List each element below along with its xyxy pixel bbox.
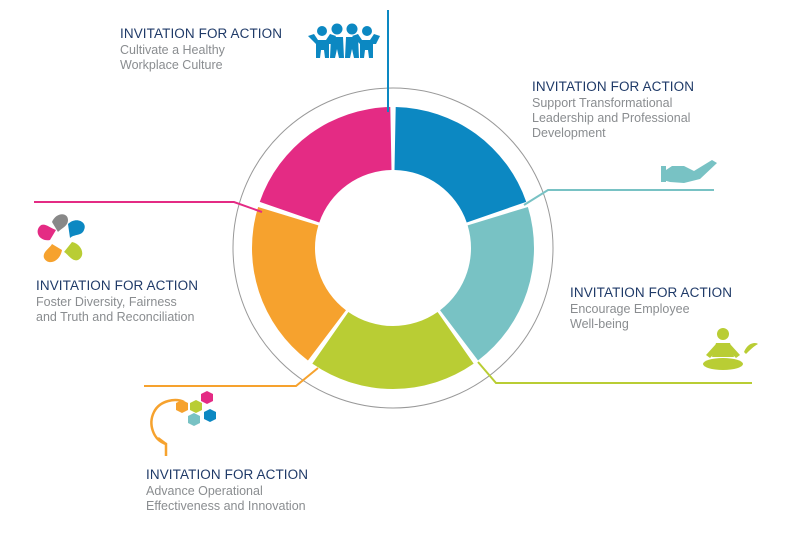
action-operations: INVITATION FOR ACTION Advance Operationa…	[146, 467, 308, 514]
action-description-line: and Truth and Reconciliation	[36, 310, 195, 324]
wheel-segment-teal	[440, 207, 534, 361]
action-description-line: Leadership and Professional	[532, 111, 691, 125]
action-description-line: Support Transformational	[532, 96, 673, 110]
people-group-icon	[308, 23, 380, 58]
outer-ring	[232, 87, 554, 409]
meditation-icon	[703, 328, 758, 370]
wheel-segment-orange	[252, 207, 346, 361]
action-description-line: Encourage Employee	[570, 302, 690, 316]
action-description-line: Advance Operational	[146, 484, 263, 498]
connector-leadership	[523, 189, 714, 206]
action-heading: INVITATION FOR ACTION	[570, 285, 733, 300]
head-hexagons-icon	[150, 391, 216, 456]
action-heading: INVITATION FOR ACTION	[36, 278, 199, 293]
action-description-line: Workplace Culture	[120, 58, 223, 72]
action-wellbeing: INVITATION FOR ACTION Encourage Employee…	[570, 285, 732, 332]
action-heading: INVITATION FOR ACTION	[532, 79, 695, 94]
connector-wellbeing	[477, 361, 752, 384]
action-description-line: Well-being	[570, 317, 629, 331]
open-hand-icon	[661, 160, 717, 183]
wheel-segment-magenta	[259, 107, 392, 223]
action-description-line: Foster Diversity, Fairness	[36, 295, 177, 309]
action-description-line: Development	[532, 126, 606, 140]
action-description-line: Cultivate a Healthy	[120, 43, 225, 57]
connector-diversity	[34, 201, 263, 213]
action-culture: INVITATION FOR ACTION Cultivate a Health…	[120, 26, 282, 73]
action-description-line: Effectiveness and Innovation	[146, 499, 306, 513]
connector-operations	[144, 367, 319, 387]
wheel-segment-blue	[394, 107, 527, 223]
wheel-segments	[252, 107, 534, 389]
action-heading: INVITATION FOR ACTION	[120, 26, 283, 41]
action-diversity: INVITATION FOR ACTION Foster Diversity, …	[36, 278, 198, 325]
action-leadership: INVITATION FOR ACTION Support Transforma…	[532, 79, 694, 141]
wheel-segment-green	[312, 311, 474, 389]
diversity-hands-icon	[37, 214, 85, 263]
action-heading: INVITATION FOR ACTION	[146, 467, 309, 482]
